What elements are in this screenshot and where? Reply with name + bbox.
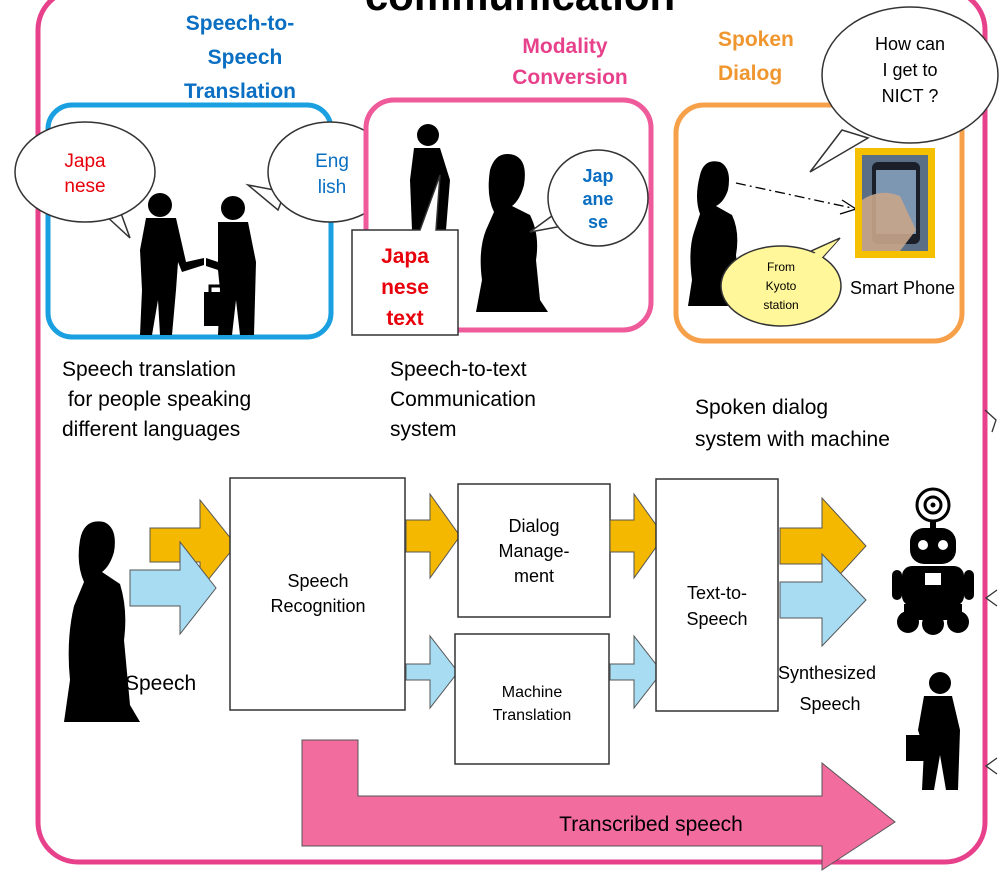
smartphone-label: Smart Phone [850, 278, 955, 298]
modality-bubble-line1: Jap [582, 166, 613, 186]
tts-box [655, 478, 779, 712]
man-on-phone-silhouette-icon [410, 124, 450, 230]
dialog-answer-line1: From [767, 260, 795, 274]
sr-to-mt-arrow [405, 634, 459, 710]
outer-frame [35, 0, 988, 865]
s2s-panel: Speech-to- Speech Translation Japa nese … [14, 12, 393, 441]
woman-on-phone-silhouette-icon [476, 154, 548, 312]
speech-recognition-line1: Speech [287, 571, 348, 591]
tts-output-arrow-orange [779, 496, 867, 596]
modality-caption-line2: Communication [390, 388, 536, 411]
tts-line1: Text-to- [687, 583, 747, 603]
dialog-panel: Spoken Dialog How can I get to NICT ? [673, 6, 999, 451]
s2s-bubble-english-line2: lish [318, 177, 347, 198]
input-arrow-blue [129, 540, 217, 636]
input-woman-silhouette-icon [64, 521, 140, 722]
modality-text-line2: nese [381, 276, 429, 299]
edge-arrow-mark-3 [984, 757, 998, 775]
modality-text-line3: text [386, 307, 423, 330]
dialog-management-line3: ment [514, 566, 554, 586]
s2s-title-line2: Speech [208, 46, 283, 69]
dialog-question-line2: I get to [882, 60, 937, 80]
modality-text-box: Japa nese text [351, 174, 459, 336]
output-label-line2: Speech [799, 694, 860, 714]
dialog-answer-line2: Kyoto [766, 279, 797, 293]
s2s-bubble-english: Eng lish [245, 121, 393, 223]
edge-arrow-mark-1 [984, 409, 997, 433]
sr-to-dm-arrow [405, 492, 461, 580]
modality-title-line2: Conversion [512, 66, 628, 89]
machine-translation-line1: Machine [502, 684, 563, 701]
pipeline: Speech Speech Recognition Dialog Manage-… [64, 477, 974, 871]
speech-recognition-box [229, 477, 406, 711]
s2s-title-line3: Translation [184, 80, 296, 103]
dialog-answer-line3: station [763, 298, 798, 312]
dialog-title-line1: Spoken [718, 28, 794, 51]
s2s-bubble-japanese-line1: Japa [64, 151, 106, 172]
transcribed-speech-arrow [301, 739, 896, 871]
dialog-answer-bubble: From Kyoto station [720, 237, 842, 327]
s2s-caption-line3: different languages [62, 418, 240, 441]
s2s-bubble-japanese-line2: nese [64, 176, 105, 197]
modality-caption-line3: system [390, 418, 457, 441]
dialog-question-line1: How can [875, 34, 945, 54]
tts-output-arrow-blue [779, 552, 867, 648]
machine-translation-line2: Translation [493, 707, 572, 724]
dialog-caption-line1: Spoken dialog [695, 396, 828, 419]
s2s-caption-line1: Speech translation [62, 358, 236, 381]
header-title: communication [365, 0, 675, 19]
dialog-title-line2: Dialog [718, 62, 782, 85]
smartphone-icon [855, 148, 935, 258]
modality-caption-line1: Speech-to-text [390, 358, 527, 381]
robot-icon [892, 487, 974, 635]
transcribed-speech-label: Transcribed speech [559, 813, 743, 836]
machine-translation-box [454, 633, 610, 765]
output-label-line1: Synthesized [778, 663, 876, 683]
s2s-title-line1: Speech-to- [186, 12, 295, 35]
s2s-bubble-japanese: Japa nese [14, 121, 156, 239]
dm-to-tts-arrow [609, 492, 665, 580]
mt-to-tts-arrow [609, 634, 663, 710]
speech-recognition-line2: Recognition [270, 596, 365, 616]
edge-arrow-mark-2 [984, 589, 998, 607]
walking-man-silhouette-icon [906, 672, 960, 790]
dialog-question-line3: NICT ? [882, 86, 939, 106]
s2s-caption-line2: for people speaking [62, 388, 251, 411]
dialog-management-line2: Manage- [498, 541, 569, 561]
modality-title-line1: Modality [522, 35, 607, 58]
modality-text-line1: Japa [381, 245, 429, 268]
modality-bubble-line3: se [588, 212, 608, 232]
dialog-management-box [457, 483, 611, 618]
input-arrow-orange [149, 498, 237, 592]
dialog-caption-line2: system with machine [695, 428, 890, 451]
modality-bubble-japanese: Jap ane se [529, 149, 649, 247]
dialog-question-bubble: How can I get to NICT ? [809, 6, 999, 173]
tts-line2: Speech [686, 609, 747, 629]
handshake-silhouettes-icon [140, 193, 256, 335]
modality-bubble-line2: ane [582, 189, 613, 209]
input-speech-label: Speech [125, 672, 196, 695]
s2s-bubble-english-line1: Eng [315, 151, 349, 172]
modality-panel: Modality Conversion Jap ane se Japa nese… [351, 35, 654, 441]
dialog-management-line1: Dialog [508, 516, 559, 536]
